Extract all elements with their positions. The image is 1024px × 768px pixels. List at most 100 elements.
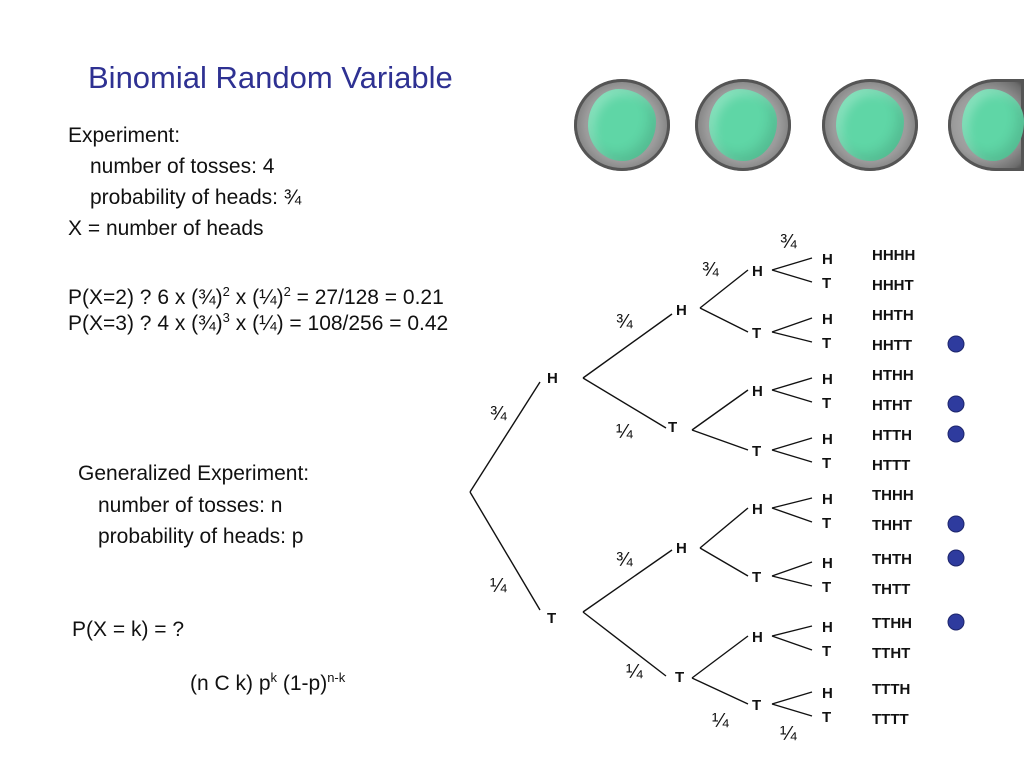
tree-node-l2: T xyxy=(668,419,677,436)
outcome-label: HTHH xyxy=(872,367,914,384)
outcome-label: HTTH xyxy=(872,427,912,444)
calc-p2-sup1: 2 xyxy=(222,284,230,299)
tree-branch xyxy=(771,437,813,451)
tree-node-l4: H xyxy=(822,491,833,508)
x-definition: X = number of heads xyxy=(68,217,264,240)
tree-branch xyxy=(699,307,749,333)
tree-node-l3: T xyxy=(752,569,761,586)
tree-node-l3: T xyxy=(752,443,761,460)
general-formula-b: (1-p) xyxy=(277,672,328,695)
calc-p2: P(X=2) ? 6 x (¾)2 x (¼)2 = 27/128 = 0.21 xyxy=(68,284,444,310)
outcome-label: HHTT xyxy=(872,337,912,354)
tree-node-l1: H xyxy=(547,370,558,387)
page-title: Binomial Random Variable xyxy=(88,60,453,95)
tree-node-l4: T xyxy=(822,709,831,726)
tree-branch xyxy=(699,269,749,309)
experiment-tosses: number of tosses: 4 xyxy=(90,155,275,178)
tree-node-l4: H xyxy=(822,311,833,328)
outcome-marker xyxy=(947,395,965,413)
calc-p2-result: = 27/128 = 0.21 xyxy=(290,286,444,309)
tree-branch xyxy=(771,449,813,463)
outcome-label: THHT xyxy=(872,517,912,534)
tree-node-l3: T xyxy=(752,325,761,342)
calc-p2-rhs-a: 6 x (¾) xyxy=(157,286,223,309)
general-question: P(X = k) = ? xyxy=(72,618,185,641)
coin-icon xyxy=(948,79,1024,171)
tree-node-l4: H xyxy=(822,431,833,448)
tree-prob-label: ¼ xyxy=(490,575,507,597)
tree-branch xyxy=(771,317,813,333)
tree-node-l3: H xyxy=(752,383,763,400)
tree-branch xyxy=(582,313,673,379)
calc-p2-lhs: P(X=2) ? xyxy=(68,286,152,309)
calc-p3-rhs-b: x (¼) xyxy=(229,312,284,335)
tree-branch xyxy=(691,635,749,679)
coin-icon xyxy=(822,79,918,171)
tree-prob-label: ¾ xyxy=(490,403,507,425)
generalized-tosses: number of tosses: n xyxy=(98,494,283,517)
tree-node-l2: T xyxy=(675,669,684,686)
tree-branch xyxy=(691,429,749,451)
tree-node-l4: H xyxy=(822,251,833,268)
tree-branch xyxy=(771,331,813,343)
tree-branch xyxy=(469,491,541,611)
outcome-label: HTHT xyxy=(872,397,912,414)
tree-prob-label: ¾ xyxy=(616,311,633,333)
tree-node-l4: H xyxy=(822,555,833,572)
tree-branch xyxy=(582,549,673,613)
tree-node-l4: T xyxy=(822,455,831,472)
tree-node-l3: H xyxy=(752,629,763,646)
tree-prob-label: ¼ xyxy=(780,723,797,745)
tree-branch xyxy=(771,703,813,717)
tree-branch xyxy=(699,547,749,577)
calc-p3-result: = 108/256 = 0.42 xyxy=(283,312,449,335)
calc-p3-rhs-a: 4 x (¾) xyxy=(157,312,223,335)
tree-node-l3: H xyxy=(752,263,763,280)
tree-node-l4: T xyxy=(822,335,831,352)
coin-icon xyxy=(695,79,791,171)
outcome-label: THTH xyxy=(872,551,912,568)
tree-branch xyxy=(771,561,813,577)
coin-icon xyxy=(574,79,670,171)
tree-branch xyxy=(469,381,541,493)
tree-prob-label: ¾ xyxy=(780,231,797,253)
outcome-label: HHHT xyxy=(872,277,914,294)
tree-branch xyxy=(771,625,813,637)
tree-node-l2: H xyxy=(676,302,687,319)
tree-node-l4: T xyxy=(822,275,831,292)
generalized-prob-heads: probability of heads: p xyxy=(98,525,304,548)
outcome-marker xyxy=(947,425,965,443)
general-formula-sup-k: k xyxy=(270,670,278,685)
tree-node-l4: T xyxy=(822,395,831,412)
generalized-heading: Generalized Experiment: xyxy=(78,462,310,485)
general-formula-a: (n C k) p xyxy=(190,672,271,695)
tree-prob-label: ¾ xyxy=(616,549,633,571)
tree-prob-label: ¾ xyxy=(702,259,719,281)
outcome-label: TTTH xyxy=(872,681,910,698)
experiment-heading: Experiment: xyxy=(68,124,181,147)
calc-p2-sup2: 2 xyxy=(283,284,291,299)
outcome-label: THTT xyxy=(872,581,910,598)
tree-branch xyxy=(771,507,813,523)
tree-prob-label: ¼ xyxy=(712,710,729,732)
tree-branch xyxy=(699,507,749,549)
outcome-marker xyxy=(947,335,965,353)
tree-node-l2: H xyxy=(676,540,687,557)
tree-node-l4: H xyxy=(822,619,833,636)
experiment-prob-heads: probability of heads: ¾ xyxy=(90,186,302,209)
tree-prob-label: ¼ xyxy=(616,421,633,443)
outcome-label: HHHH xyxy=(872,247,915,264)
tree-branch xyxy=(771,377,813,391)
tree-branch xyxy=(771,257,813,271)
tree-branch xyxy=(771,575,813,587)
tree-node-l4: H xyxy=(822,685,833,702)
tree-branch xyxy=(771,497,813,509)
outcome-label: TTTT xyxy=(872,711,909,728)
tree-prob-label: ¼ xyxy=(626,661,643,683)
tree-node-l3: T xyxy=(752,697,761,714)
outcome-marker xyxy=(947,613,965,631)
outcome-label: HTTT xyxy=(872,457,910,474)
tree-branch xyxy=(771,389,813,403)
tree-node-l1: T xyxy=(547,610,556,627)
